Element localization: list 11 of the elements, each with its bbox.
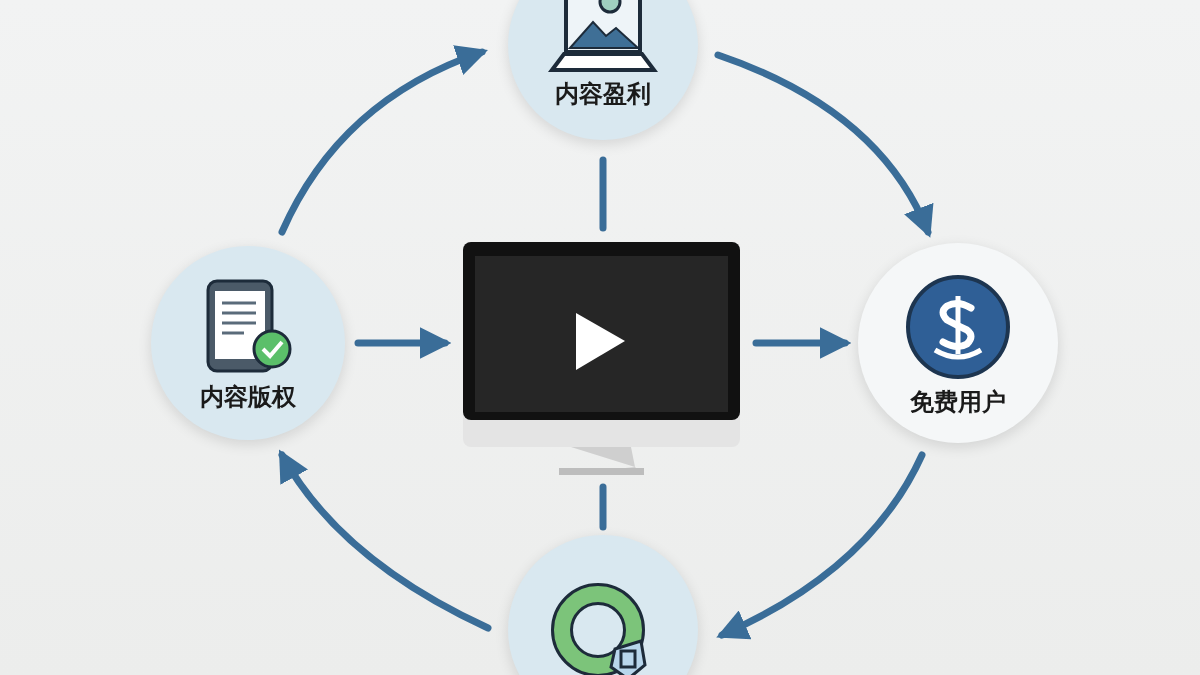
arrow <box>354 327 452 359</box>
node-label: 免费用户 <box>910 390 1006 414</box>
arrow <box>714 51 933 238</box>
connector-line <box>599 483 607 531</box>
node-label: 内容盈利 <box>555 82 651 106</box>
arrow <box>278 449 492 632</box>
arrow <box>716 451 926 639</box>
node-label: 内容版权 <box>200 385 296 409</box>
arrow <box>278 46 488 236</box>
connector-line <box>599 156 607 232</box>
arrow <box>752 327 852 359</box>
